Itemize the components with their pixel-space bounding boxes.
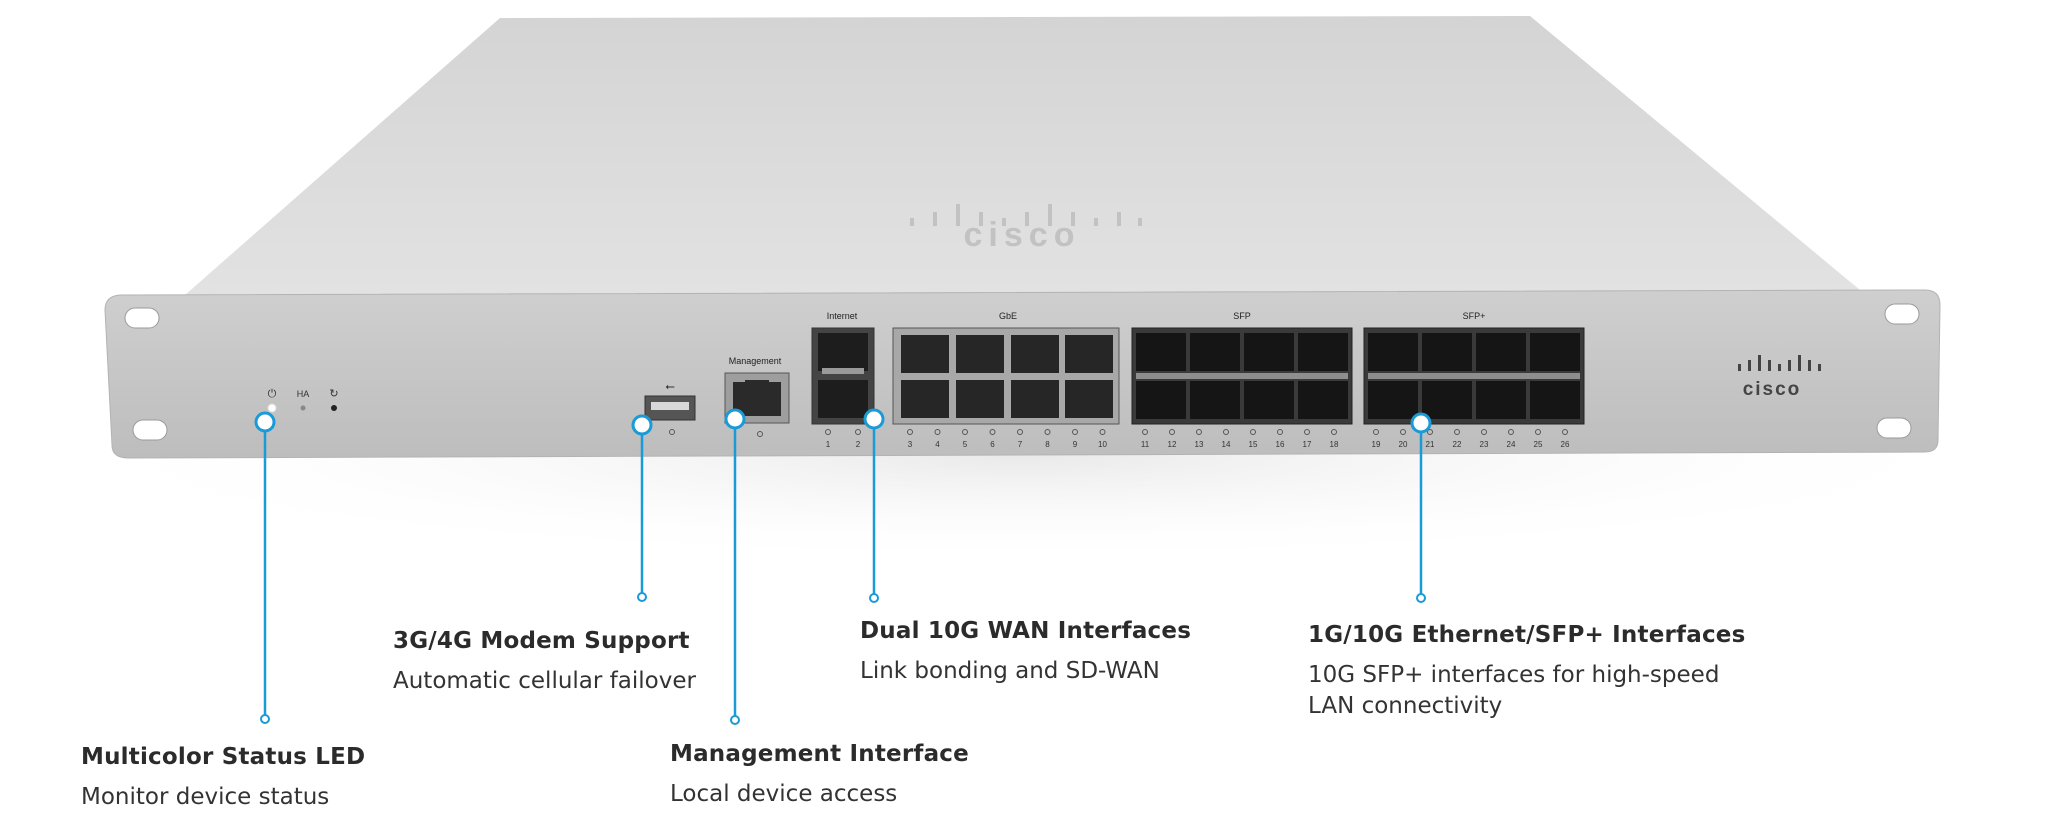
port-led bbox=[934, 429, 941, 435]
port-led bbox=[825, 429, 831, 435]
callout-title: Multicolor Status LED bbox=[81, 744, 366, 770]
rack-holes bbox=[124, 303, 1920, 441]
port-number: 18 bbox=[1330, 440, 1339, 449]
callout-desc: Monitor device status bbox=[81, 784, 330, 810]
sfp-plus-callout-dot bbox=[1410, 412, 1432, 434]
port-number: 11 bbox=[1141, 440, 1150, 449]
port-led bbox=[907, 429, 913, 435]
top-cisco-logo: cisco bbox=[910, 204, 1142, 254]
callout-sfp-plus: 1G/10G Ethernet/SFP+ Interfaces 10G SFP+… bbox=[1308, 622, 1746, 722]
callout-desc: 10G SFP+ interfaces for high-speed LAN c… bbox=[1308, 660, 1746, 722]
port-led bbox=[1017, 429, 1023, 435]
front-cisco-logo: cisco bbox=[1738, 355, 1821, 400]
callout-desc-line: LAN connectivity bbox=[1308, 693, 1503, 719]
port-led bbox=[1454, 429, 1460, 435]
port-led bbox=[962, 429, 968, 435]
wan-callout-dot bbox=[863, 408, 885, 430]
callout-desc: Local device access bbox=[670, 781, 898, 807]
port-led bbox=[1169, 429, 1175, 435]
callout-management: Management Interface Local device access bbox=[670, 741, 969, 810]
port-number: 1 bbox=[826, 440, 831, 449]
callout-title: 3G/4G Modem Support bbox=[393, 628, 690, 654]
reset-label: ↻ bbox=[329, 387, 338, 400]
port-led bbox=[1072, 429, 1078, 435]
port-number: 16 bbox=[1276, 440, 1285, 449]
sfp-plus-group-label: SFP+ bbox=[1463, 311, 1486, 321]
port-led bbox=[1142, 429, 1148, 435]
power-led-label: ⏻ bbox=[268, 387, 277, 400]
front-cisco-wordmark: cisco bbox=[1743, 379, 1802, 400]
callout-title: 1G/10G Ethernet/SFP+ Interfaces bbox=[1308, 622, 1746, 648]
port-number: 13 bbox=[1195, 440, 1204, 449]
callout-modem: 3G/4G Modem Support Automatic cellular f… bbox=[393, 628, 696, 697]
callout-title: Dual 10G WAN Interfaces bbox=[860, 618, 1192, 644]
modem-callout-dot bbox=[631, 414, 653, 436]
port-number: 26 bbox=[1561, 440, 1570, 449]
port-number: 19 bbox=[1372, 440, 1381, 449]
status-led-callout-dot bbox=[254, 411, 276, 433]
port-number: 14 bbox=[1222, 440, 1231, 449]
port-number: 23 bbox=[1480, 440, 1489, 449]
port-number: 9 bbox=[1073, 440, 1078, 449]
usb-label: ⭠ bbox=[665, 379, 675, 393]
port-number: 15 bbox=[1249, 440, 1258, 449]
port-led bbox=[855, 429, 861, 435]
port-led bbox=[1481, 429, 1487, 435]
callout-desc-line: 10G SFP+ interfaces for high-speed bbox=[1308, 662, 1720, 688]
port-led bbox=[1562, 429, 1568, 435]
callout-wan: Dual 10G WAN Interfaces Link bonding and… bbox=[860, 618, 1191, 687]
callout-title: Management Interface bbox=[670, 741, 969, 767]
port-led bbox=[1250, 429, 1256, 435]
port-led bbox=[1427, 429, 1433, 435]
ha-led-label: HA bbox=[297, 389, 310, 399]
port-led bbox=[1400, 429, 1406, 435]
callout-desc: Automatic cellular failover bbox=[393, 668, 696, 694]
callout-desc: Link bonding and SD-WAN bbox=[860, 658, 1160, 684]
port-number: 6 bbox=[990, 440, 995, 449]
port-number: 4 bbox=[935, 440, 940, 449]
port-number: 5 bbox=[963, 440, 968, 449]
port-led bbox=[1196, 429, 1202, 435]
port-number: 3 bbox=[908, 440, 913, 449]
port-number: 2 bbox=[856, 440, 861, 449]
gbe-group-label: GbE bbox=[999, 311, 1017, 321]
callout-status-led: Multicolor Status LED Monitor device sta… bbox=[81, 744, 365, 813]
port-led bbox=[1277, 429, 1283, 435]
ha-led bbox=[300, 405, 306, 411]
power-led bbox=[267, 403, 277, 413]
port-led bbox=[1044, 429, 1051, 435]
port-number: 25 bbox=[1534, 440, 1543, 449]
internet-group-label: Internet bbox=[827, 311, 858, 321]
port-number: 8 bbox=[1045, 440, 1050, 449]
port-number: 22 bbox=[1453, 440, 1462, 449]
top-cisco-wordmark: cisco bbox=[964, 216, 1081, 254]
port-number: 17 bbox=[1303, 440, 1312, 449]
port-led bbox=[1223, 429, 1229, 435]
management-port-label: Management bbox=[729, 356, 782, 366]
port-led bbox=[989, 429, 996, 435]
port-number: 21 bbox=[1426, 440, 1435, 449]
management-callout-dot bbox=[724, 408, 746, 430]
port-led bbox=[1304, 429, 1310, 435]
port-led bbox=[1099, 429, 1106, 435]
port-led bbox=[1535, 429, 1541, 435]
port-number: 7 bbox=[1018, 440, 1023, 449]
port-led bbox=[1508, 429, 1514, 435]
port-number: 20 bbox=[1399, 440, 1408, 449]
port-number: 10 bbox=[1098, 440, 1107, 449]
port-led bbox=[1373, 429, 1379, 435]
sfp-group-label: SFP bbox=[1233, 311, 1251, 321]
port-led bbox=[1331, 429, 1337, 435]
port-number: 24 bbox=[1507, 440, 1516, 449]
port-number: 12 bbox=[1168, 440, 1177, 449]
chassis-top bbox=[185, 16, 1860, 295]
reset-pinhole[interactable] bbox=[331, 405, 337, 411]
